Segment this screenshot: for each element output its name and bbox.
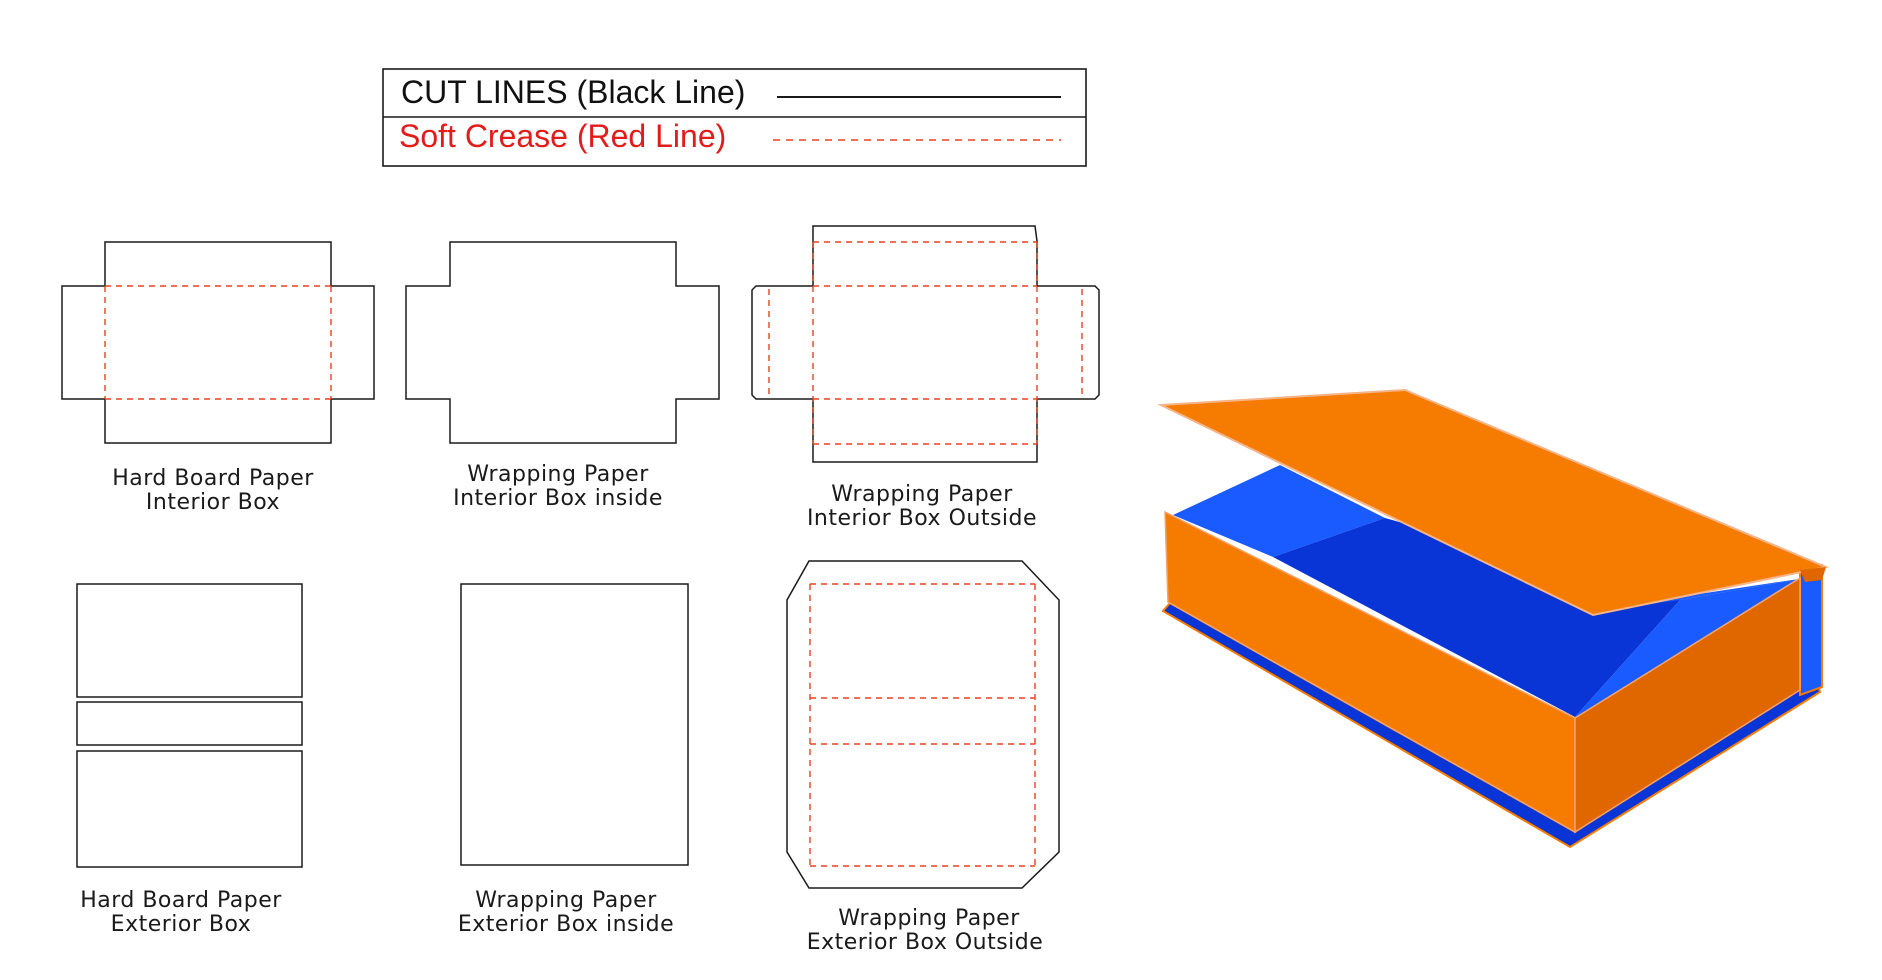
crease-lines (104, 285, 332, 400)
board-cover-back (76, 750, 303, 868)
panel-caption-line2: Interior Box inside (453, 486, 663, 511)
panel-caption-line2: Interior Box (146, 490, 280, 515)
dieline-hard-board-interior-box: Hard Board Paper Interior Box (61, 241, 375, 515)
dieline-wrapping-exterior-inside: Wrapping Paper Exterior Box inside (458, 583, 689, 937)
crease-lines (809, 583, 1036, 867)
panel-caption-line2: Interior Box Outside (807, 506, 1037, 531)
panel-caption-line1: Wrapping Paper (838, 906, 1020, 931)
box-side-face (1574, 576, 1801, 834)
panel-caption-line1: Wrapping Paper (467, 462, 649, 487)
panel-caption-line1: Hard Board Paper (80, 888, 282, 913)
box-3d-illustration (1157, 388, 1830, 849)
cut-outline (405, 241, 720, 444)
box-tray-floor (1273, 518, 1680, 717)
legend-crease-label: Soft Crease (Red Line) (399, 118, 726, 154)
cut-outline (61, 241, 375, 444)
box-spine-face (1799, 563, 1823, 697)
dieline-wrapping-interior-inside: Wrapping Paper Interior Box inside (405, 241, 720, 511)
crease-lines (768, 241, 1083, 445)
board-spine (76, 701, 303, 746)
panel-caption-line1: Wrapping Paper (475, 888, 657, 913)
cut-outline (751, 225, 1100, 463)
board-cover-front (76, 583, 303, 698)
panel-caption-line2: Exterior Box Outside (807, 930, 1044, 955)
box-tray-left-wall (1173, 465, 1385, 557)
dieline-wrapping-exterior-outside: Wrapping Paper Exterior Box Outside (786, 560, 1060, 955)
cut-outline (786, 560, 1060, 889)
panel-caption-line2: Exterior Box inside (458, 912, 674, 937)
legend: CUT LINES (Black Line) Soft Crease (Red … (382, 68, 1087, 167)
panel-caption-line1: Wrapping Paper (831, 482, 1013, 507)
legend-cut-label: CUT LINES (Black Line) (401, 74, 745, 110)
cut-outline (460, 583, 689, 866)
panel-caption-line2: Exterior Box (111, 912, 252, 937)
box-lid-hinge (1800, 567, 1826, 582)
dieline-wrapping-interior-outside: Wrapping Paper Interior Box Outside (751, 225, 1100, 531)
panel-caption-line1: Hard Board Paper (112, 466, 314, 491)
dieline-hard-board-exterior-box: Hard Board Paper Exterior Box (76, 583, 303, 937)
